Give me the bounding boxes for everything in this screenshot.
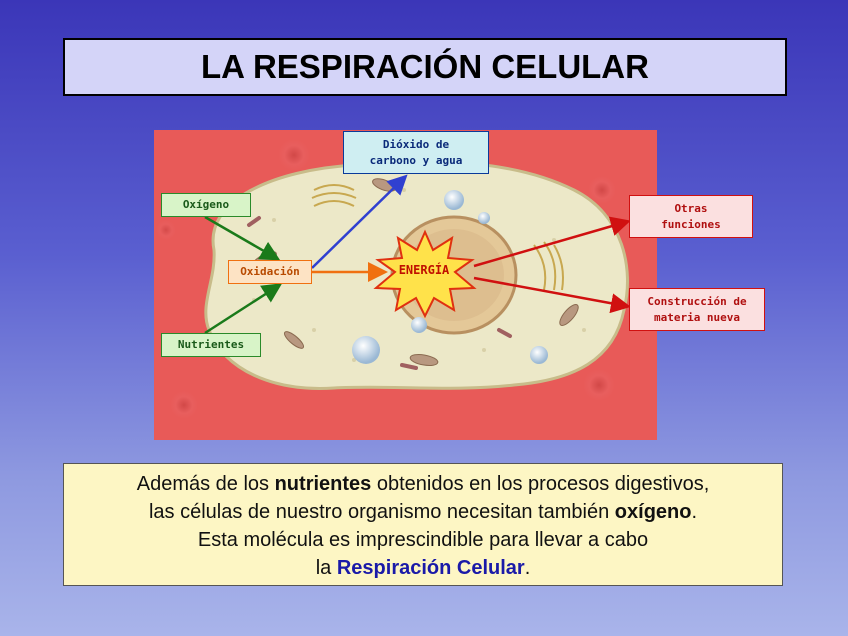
info-box: Además de los nutrientes obtenidos en lo… <box>63 463 783 586</box>
nutrientes-label: Nutrientes <box>177 338 245 351</box>
otras-funciones-box: Otras funciones <box>629 195 753 238</box>
info-line-3: Esta molécula es imprescindible para lle… <box>197 529 649 551</box>
title-box: LA RESPIRACIÓN CELULAR <box>63 38 787 96</box>
cell-illustration <box>154 130 657 440</box>
dioxido-box: Dióxido de carbono y agua <box>343 131 489 174</box>
oxigeno-box: Oxígeno <box>161 193 251 217</box>
dioxido-label: Dióxido de carbono y agua <box>369 137 463 167</box>
cell-drawing <box>156 139 629 419</box>
vacuoles <box>352 190 548 364</box>
info-text: . <box>524 557 531 579</box>
oxigeno-label: Oxígeno <box>182 198 230 211</box>
info-text: Además de los <box>136 473 275 495</box>
otras-label: Otras funciones <box>661 201 721 231</box>
info-text: las células de nuestro organismo necesit… <box>148 501 615 523</box>
info-keyword-respiracion: Respiración Celular <box>336 557 525 579</box>
info-line-4: la Respiración Celular. <box>64 554 782 582</box>
info-line-2: las células de nuestro organismo necesit… <box>64 498 782 526</box>
info-text: la <box>315 557 337 579</box>
nutrientes-box: Nutrientes <box>161 333 261 357</box>
construccion-box: Construcción de materia nueva <box>629 288 765 331</box>
info-keyword-oxigeno: oxígeno <box>614 501 692 523</box>
oxidacion-box: Oxidación <box>228 260 312 284</box>
energia-label: ENERGÍA <box>398 263 450 277</box>
info-text: . <box>691 501 698 523</box>
info-keyword-nutrientes: nutrientes <box>274 473 372 495</box>
info-text: obtenidos en los procesos digestivos, <box>371 473 710 495</box>
construccion-label: Construcción de materia nueva <box>647 294 747 324</box>
page-title: LA RESPIRACIÓN CELULAR <box>201 48 649 85</box>
info-line-1: Además de los nutrientes obtenidos en lo… <box>64 470 782 498</box>
oxidacion-label: Oxidación <box>240 265 300 278</box>
blood-cells <box>156 139 616 419</box>
